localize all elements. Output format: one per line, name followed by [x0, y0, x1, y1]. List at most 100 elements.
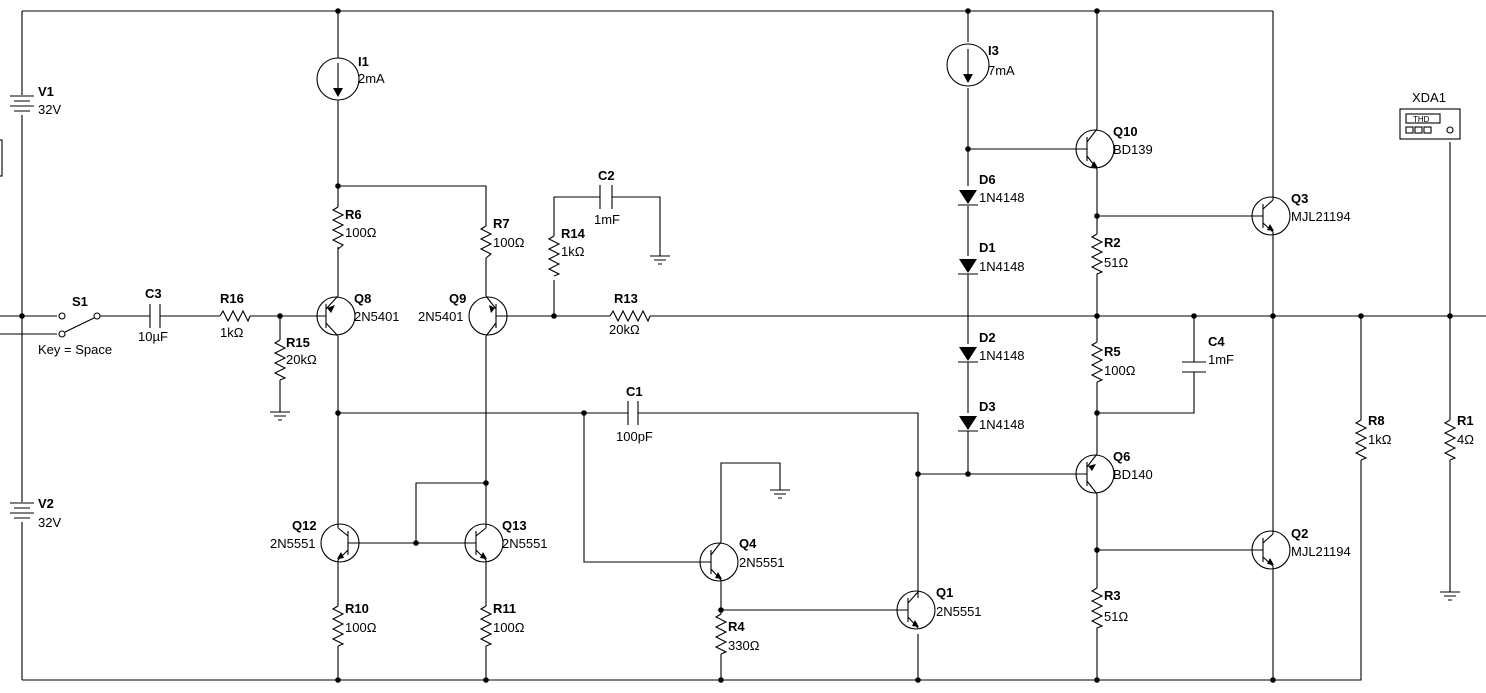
d6-ref: D6 — [979, 172, 996, 187]
ground-icon — [1440, 591, 1460, 601]
r15-ref: R15 — [286, 335, 310, 350]
resistor-r2[interactable]: R2 51Ω — [1090, 233, 1128, 276]
q6-value: BD140 — [1113, 467, 1153, 482]
capacitor-c3[interactable]: C3 10µF — [138, 286, 168, 344]
r13-ref: R13 — [614, 291, 638, 306]
transistor-q8[interactable]: Q8 2N5401 — [316, 291, 400, 337]
r7-ref: R7 — [493, 216, 510, 231]
resistor-r14[interactable]: R14 1kΩ — [547, 226, 586, 277]
capacitor-c2[interactable]: C2 1mF — [594, 168, 620, 227]
i3-ref: I3 — [988, 43, 999, 58]
resistor-r5[interactable]: R5 100Ω — [1090, 341, 1136, 383]
i1-value: 2mA — [358, 71, 385, 86]
transistor-q10[interactable]: Q10 BD139 — [1075, 124, 1153, 170]
resistor-r1[interactable]: R1 4Ω — [1443, 413, 1474, 461]
r10-ref: R10 — [345, 601, 369, 616]
diode-d3[interactable]: D3 1N4148 — [958, 399, 1025, 432]
r8-ref: R8 — [1368, 413, 1385, 428]
ground-icon — [770, 489, 790, 499]
battery-v2[interactable]: V2 32V — [10, 496, 61, 530]
resistor-r4[interactable]: R4 330Ω — [714, 613, 760, 655]
d3-ref: D3 — [979, 399, 996, 414]
r14-ref: R14 — [561, 226, 586, 241]
v2-value: 32V — [38, 515, 61, 530]
resistor-r16[interactable]: R16 1kΩ — [219, 291, 251, 340]
q8-value: 2N5401 — [354, 309, 400, 324]
junction-dots — [19, 8, 1453, 683]
q4-value: 2N5551 — [739, 555, 785, 570]
diode-d1[interactable]: D1 1N4148 — [958, 240, 1025, 275]
r5-value: 100Ω — [1104, 363, 1136, 378]
s1-key-label: Key = Space — [38, 342, 112, 357]
r6-value: 100Ω — [345, 225, 377, 240]
resistor-r3[interactable]: R3 51Ω — [1090, 587, 1128, 630]
diode-d2[interactable]: D2 1N4148 — [958, 330, 1025, 363]
transistor-q13[interactable]: Q13 2N5551 — [464, 518, 548, 563]
transistor-q2[interactable]: Q2 MJL21194 — [1251, 526, 1351, 570]
d1-value: 1N4148 — [979, 259, 1025, 274]
r14-value: 1kΩ — [561, 244, 585, 259]
offscreen-component — [0, 139, 3, 177]
r10-value: 100Ω — [345, 620, 377, 635]
transistor-q6[interactable]: Q6 BD140 — [1075, 449, 1153, 495]
r11-ref: R11 — [493, 601, 516, 616]
transistor-q1[interactable]: Q1 2N5551 — [896, 585, 982, 630]
q2-ref: Q2 — [1291, 526, 1308, 541]
v2-ref: V2 — [38, 496, 54, 511]
q3-value: MJL21194 — [1291, 209, 1351, 224]
q13-ref: Q13 — [502, 518, 527, 533]
q1-ref: Q1 — [936, 585, 953, 600]
r16-ref: R16 — [220, 291, 244, 306]
v1-ref: V1 — [38, 84, 54, 99]
transistor-q4[interactable]: Q4 2N5551 — [699, 536, 785, 582]
resistor-r10[interactable]: R10 100Ω — [331, 601, 377, 647]
xda1-ref: XDA1 — [1412, 90, 1446, 105]
distortion-analyzer-xda1[interactable]: XDA1 THD — [1399, 90, 1461, 140]
q8-ref: Q8 — [354, 291, 371, 306]
q4-ref: Q4 — [739, 536, 757, 551]
q10-value: BD139 — [1113, 142, 1153, 157]
resistor-r13[interactable]: R13 20kΩ — [609, 291, 651, 337]
c2-ref: C2 — [598, 168, 615, 183]
transistor-q9[interactable]: Q9 2N5401 — [418, 291, 508, 337]
transistor-q3[interactable]: Q3 MJL21194 — [1251, 191, 1351, 236]
wires — [0, 10, 1486, 681]
r1-ref: R1 — [1457, 413, 1474, 428]
r8-value: 1kΩ — [1368, 432, 1392, 447]
q1-value: 2N5551 — [936, 604, 982, 619]
q13-value: 2N5551 — [502, 536, 548, 551]
r3-value: 51Ω — [1104, 609, 1128, 624]
c4-value: 1mF — [1208, 352, 1234, 367]
c1-ref: C1 — [626, 384, 643, 399]
resistor-r11[interactable]: R11 100Ω — [479, 601, 525, 647]
resistor-r8[interactable]: R8 1kΩ — [1354, 413, 1392, 461]
q9-value: 2N5401 — [418, 309, 464, 324]
resistor-r15[interactable]: R15 20kΩ — [273, 335, 317, 381]
capacitor-c4[interactable]: C4 1mF — [1182, 334, 1234, 373]
current-source-i3[interactable]: I3 7mA — [946, 43, 1015, 87]
r11-value: 100Ω — [493, 620, 525, 635]
battery-v1[interactable]: V1 32V — [10, 84, 61, 117]
xda1-display: THD — [1413, 115, 1430, 124]
ground-icon — [270, 411, 290, 421]
r4-value: 330Ω — [728, 638, 760, 653]
c4-ref: C4 — [1208, 334, 1225, 349]
current-source-i1[interactable]: I1 2mA — [316, 54, 385, 101]
r16-value: 1kΩ — [220, 325, 244, 340]
d3-value: 1N4148 — [979, 417, 1025, 432]
d2-value: 1N4148 — [979, 348, 1025, 363]
r7-value: 100Ω — [493, 235, 525, 250]
diode-d6[interactable]: D6 1N4148 — [958, 172, 1025, 206]
resistor-r6[interactable]: R6 100Ω — [331, 206, 377, 250]
transistor-q12[interactable]: Q12 2N5551 — [270, 518, 360, 563]
resistor-r7[interactable]: R7 100Ω — [479, 216, 525, 259]
i1-ref: I1 — [358, 54, 369, 69]
ground-symbols — [270, 255, 1460, 601]
switch-s1[interactable]: S1 Key = Space — [38, 294, 112, 357]
capacitor-c1[interactable]: C1 100pF — [616, 384, 653, 444]
c1-value: 100pF — [616, 429, 653, 444]
q12-ref: Q12 — [292, 518, 317, 533]
d1-ref: D1 — [979, 240, 996, 255]
r2-ref: R2 — [1104, 235, 1121, 250]
